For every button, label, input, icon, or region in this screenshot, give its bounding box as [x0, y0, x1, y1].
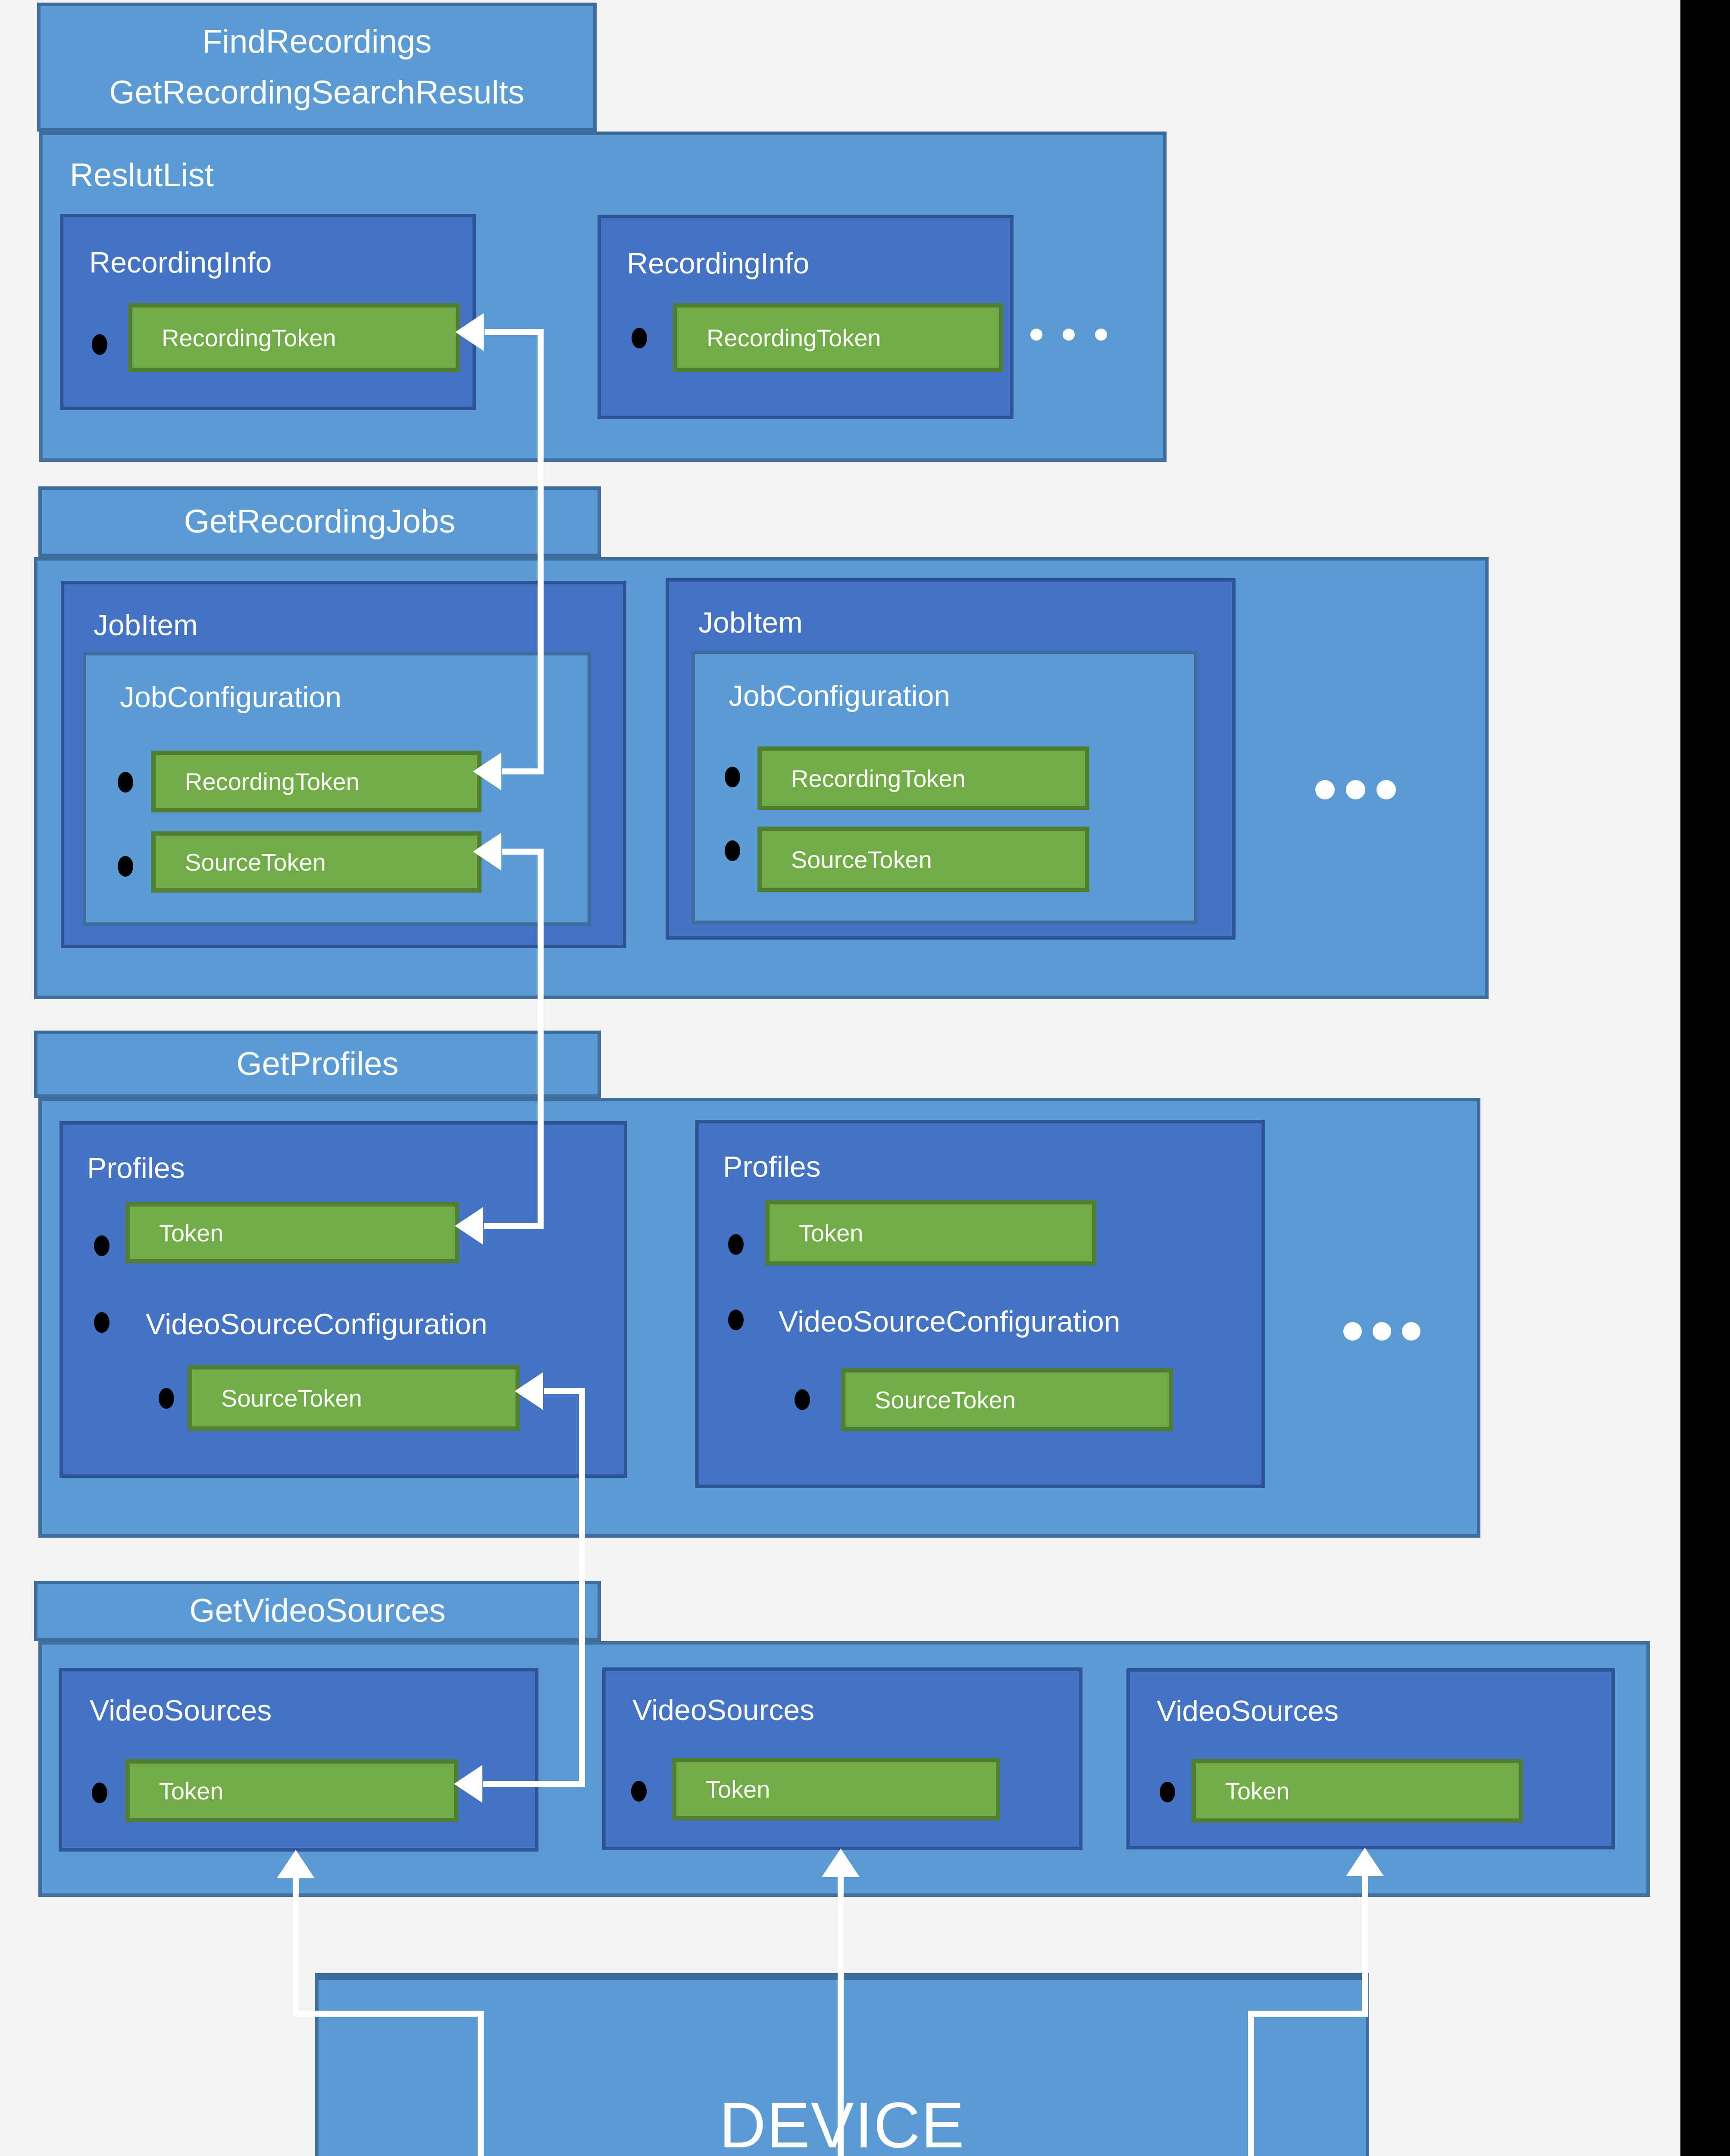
device-box: DEVICE Ch1 Ch2 Ch3 [315, 1973, 1369, 2156]
profiles-box-1: Profiles Token VideoSourceConfiguration … [59, 1121, 627, 1478]
token-field: Token [1192, 1759, 1523, 1823]
find-recordings-header: FindRecordings GetRecordingSearchResults [37, 3, 597, 132]
bullet-icon [631, 1781, 647, 1802]
bullet-icon [94, 1312, 109, 1333]
get-video-sources-title: GetVideoSources [189, 1592, 446, 1630]
profiles-header: GetProfiles [34, 1031, 601, 1098]
find-recordings-result-list-box: ReslutList RecordingInfo RecordingToken … [39, 132, 1167, 462]
bullet-icon [92, 334, 107, 355]
source-token-label: SourceToken [791, 846, 932, 873]
video-source-configuration-label: VideoSourceConfiguration [779, 1305, 1120, 1338]
profiles-title: Profiles [723, 1150, 821, 1183]
video-sources-title: VideoSources [632, 1694, 815, 1727]
token-field: Token [672, 1758, 1000, 1821]
video-sources-box-3: VideoSources Token [1126, 1668, 1615, 1849]
job-configuration-title: JobConfiguration [120, 681, 342, 714]
recording-token-field-2: RecordingToken [673, 303, 1003, 372]
recording-token-field: RecordingToken [757, 746, 1089, 810]
profiles-box-2: Profiles Token VideoSourceConfiguration … [695, 1120, 1265, 1488]
job-configuration-box-1: JobConfiguration RecordingToken SourceTo… [83, 652, 591, 926]
bullet-icon [725, 840, 740, 861]
video-sources-title: VideoSources [1157, 1695, 1339, 1727]
device-title: DEVICE [719, 2089, 965, 2156]
recording-info-box-2: RecordingInfo RecordingToken [598, 215, 1014, 419]
token-field: Token [765, 1200, 1096, 1266]
job-configuration-title: JobConfiguration [729, 680, 951, 712]
source-token-field: SourceToken [188, 1365, 520, 1431]
screen-edge-strip [1680, 0, 1730, 2156]
video-sources-box-1: VideoSources Token [59, 1668, 538, 1852]
recording-token-field: RecordingToken [151, 751, 482, 812]
source-token-label: SourceToken [185, 848, 326, 876]
video-sources-title: VideoSources [90, 1694, 272, 1727]
ellipsis-dots-icon [1343, 1322, 1420, 1341]
get-profiles-title: GetProfiles [236, 1046, 399, 1083]
video-sources-box-2: VideoSources Token [602, 1667, 1082, 1850]
recording-info-title: RecordingInfo [89, 246, 272, 279]
recording-jobs-header: GetRecordingJobs [38, 486, 601, 557]
get-recording-jobs-title: GetRecordingJobs [184, 503, 456, 540]
job-item-title: JobItem [94, 609, 198, 642]
ellipsis-dots-icon [1030, 329, 1107, 341]
result-list-label: ReslutList [70, 157, 214, 194]
source-token-field: SourceToken [757, 827, 1089, 892]
video-source-configuration-label: VideoSourceConfiguration [146, 1308, 488, 1341]
recording-jobs-body: JobItem JobConfiguration RecordingToken … [34, 557, 1489, 999]
bullet-icon [94, 1235, 109, 1256]
profiles-title: Profiles [87, 1152, 185, 1185]
token-label: Token [159, 1777, 224, 1805]
find-recordings-title: FindRecordings [202, 23, 432, 60]
recording-token-label: RecordingToken [185, 768, 360, 795]
bullet-icon [1160, 1782, 1175, 1802]
recording-token-label: RecordingToken [707, 324, 881, 351]
bullet-icon [118, 856, 133, 877]
recording-token-label: RecordingToken [162, 324, 336, 351]
bullet-icon [725, 767, 740, 787]
job-item-box-2: JobItem JobConfiguration RecordingToken … [666, 578, 1236, 940]
token-label: Token [1225, 1777, 1290, 1805]
token-field: Token [125, 1759, 458, 1822]
get-recording-search-results-title: GetRecordingSearchResults [109, 74, 525, 111]
bullet-icon [159, 1388, 174, 1409]
recording-info-box-1: RecordingInfo RecordingToken [60, 214, 476, 410]
token-label: Token [799, 1219, 863, 1247]
source-token-label: SourceToken [875, 1386, 1016, 1413]
bullet-icon [632, 328, 647, 348]
bullet-icon [118, 772, 133, 793]
source-token-field: SourceToken [841, 1368, 1173, 1431]
recording-token-label: RecordingToken [791, 765, 966, 792]
job-item-title: JobItem [698, 606, 803, 639]
job-configuration-box-2: JobConfiguration RecordingToken SourceTo… [691, 651, 1197, 924]
token-label: Token [159, 1219, 224, 1247]
ellipsis-dots-icon [1315, 780, 1396, 799]
recording-info-title: RecordingInfo [627, 247, 810, 280]
profiles-body: Profiles Token VideoSourceConfiguration … [38, 1098, 1480, 1538]
recording-token-field-1: RecordingToken [128, 303, 460, 372]
source-token-label: SourceToken [221, 1384, 362, 1412]
job-item-box-1: JobItem JobConfiguration RecordingToken … [61, 581, 626, 948]
token-label: Token [706, 1776, 770, 1803]
source-token-field: SourceToken [151, 831, 482, 893]
bullet-icon [92, 1783, 107, 1803]
bullet-icon [728, 1234, 744, 1255]
bullet-icon [795, 1389, 810, 1410]
video-sources-header: GetVideoSources [34, 1581, 601, 1641]
token-field: Token [125, 1202, 459, 1263]
video-sources-body: VideoSources Token VideoSources Token Vi… [38, 1641, 1650, 1897]
bullet-icon [728, 1310, 744, 1330]
